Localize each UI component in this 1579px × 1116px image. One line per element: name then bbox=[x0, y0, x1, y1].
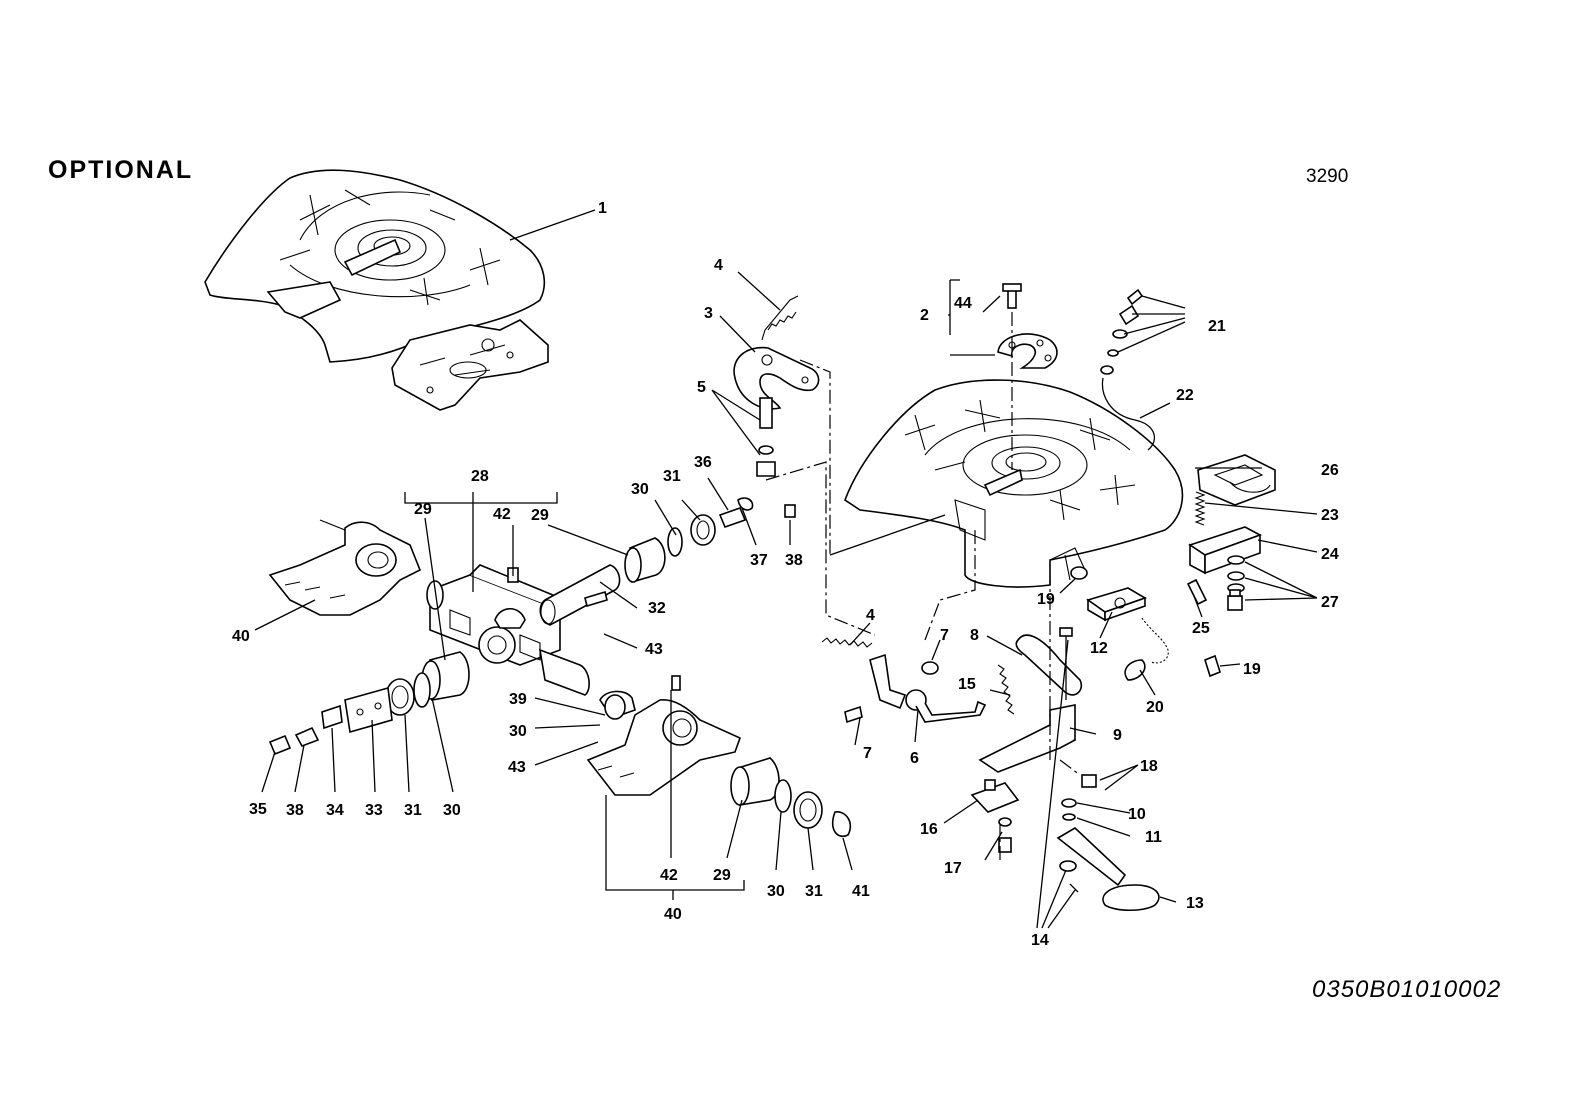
callout-44: 44 bbox=[954, 295, 972, 312]
release-mechanism-drawing bbox=[821, 627, 1160, 912]
callout-20: 20 bbox=[1146, 699, 1164, 716]
callout-38: 38 bbox=[286, 802, 304, 819]
document-code: 0350B01010002 bbox=[1312, 976, 1502, 1003]
callout-19: 19 bbox=[1243, 661, 1261, 678]
callout-24: 24 bbox=[1321, 546, 1339, 563]
diagram-title: OPTIONAL bbox=[48, 156, 194, 184]
callout-29: 29 bbox=[414, 501, 432, 518]
callout-40: 40 bbox=[232, 628, 250, 645]
callout-31: 31 bbox=[404, 802, 422, 819]
mounting-bracket-left-drawing bbox=[268, 519, 422, 616]
callout-14: 14 bbox=[1031, 932, 1049, 949]
callout-4: 4 bbox=[866, 607, 875, 624]
callout-15: 15 bbox=[958, 676, 976, 693]
callout-39: 39 bbox=[509, 691, 527, 708]
top-plate-drawing bbox=[844, 379, 1184, 588]
fifth-wheel-assembly-drawing bbox=[204, 169, 549, 411]
leader-lines bbox=[254, 209, 1318, 929]
callout-9: 9 bbox=[1113, 727, 1122, 744]
callout-16: 16 bbox=[920, 821, 938, 838]
callout-30: 30 bbox=[443, 802, 461, 819]
callout-30: 30 bbox=[767, 883, 785, 900]
jaw-spring-pin-drawing bbox=[733, 295, 820, 477]
callout-37: 37 bbox=[750, 552, 768, 569]
callout-33: 33 bbox=[365, 802, 383, 819]
lock-bracket-drawing bbox=[1186, 454, 1276, 611]
callout-11: 11 bbox=[1145, 829, 1162, 846]
callout-10: 10 bbox=[1128, 806, 1146, 823]
callout-8: 8 bbox=[970, 627, 979, 644]
callout-21: 21 bbox=[1208, 318, 1226, 335]
callout-29: 29 bbox=[713, 867, 731, 884]
callout-30: 30 bbox=[509, 723, 527, 740]
callout-7: 7 bbox=[863, 745, 872, 762]
grease-fitting-hose-drawing bbox=[1100, 288, 1156, 451]
callout-4: 4 bbox=[714, 257, 723, 274]
callout-30: 30 bbox=[631, 481, 649, 498]
callout-40: 40 bbox=[664, 906, 682, 923]
retainer-plate-drawing bbox=[997, 283, 1058, 369]
callout-5: 5 bbox=[697, 379, 706, 396]
callout-12: 12 bbox=[1090, 640, 1108, 657]
callout-29: 29 bbox=[531, 507, 549, 524]
callout-2: 2 bbox=[920, 307, 929, 324]
callout-labels: 1 2 3 4 4 5 6 7 7 8 9 10 11 12 13 14 15 … bbox=[232, 200, 1339, 949]
callout-42: 42 bbox=[660, 867, 678, 884]
callout-32: 32 bbox=[648, 600, 666, 617]
mounting-bracket-right-drawing bbox=[586, 675, 852, 837]
callout-31: 31 bbox=[805, 883, 823, 900]
callout-31: 31 bbox=[663, 468, 681, 485]
callout-17: 17 bbox=[944, 860, 962, 877]
callout-26: 26 bbox=[1321, 462, 1339, 479]
callout-38: 38 bbox=[785, 552, 803, 569]
callout-18: 18 bbox=[1140, 758, 1158, 775]
figure-number: 3290 bbox=[1306, 166, 1349, 187]
callout-25: 25 bbox=[1192, 620, 1210, 637]
callout-34: 34 bbox=[326, 802, 344, 819]
callout-35: 35 bbox=[249, 801, 267, 818]
callout-43: 43 bbox=[645, 641, 663, 658]
callout-19: 19 bbox=[1037, 591, 1055, 608]
pivot-block-drawing bbox=[426, 564, 590, 696]
callout-22: 22 bbox=[1176, 387, 1194, 404]
callout-23: 23 bbox=[1321, 507, 1339, 524]
callout-7: 7 bbox=[940, 627, 949, 644]
callout-28: 28 bbox=[471, 468, 489, 485]
callout-42: 42 bbox=[493, 506, 511, 523]
callout-1: 1 bbox=[598, 200, 607, 217]
callout-36: 36 bbox=[694, 454, 712, 471]
bushings-lower-left-drawing bbox=[268, 651, 470, 756]
callout-27: 27 bbox=[1321, 594, 1339, 611]
pin-bushings-left-drawing bbox=[539, 497, 796, 626]
callout-43: 43 bbox=[508, 759, 526, 776]
release-plate-chain-drawing bbox=[1070, 566, 1221, 681]
callout-6: 6 bbox=[910, 750, 919, 767]
callout-13: 13 bbox=[1186, 895, 1204, 912]
callout-41: 41 bbox=[852, 883, 870, 900]
alignment-lines bbox=[765, 279, 1081, 860]
callout-3: 3 bbox=[704, 305, 713, 322]
